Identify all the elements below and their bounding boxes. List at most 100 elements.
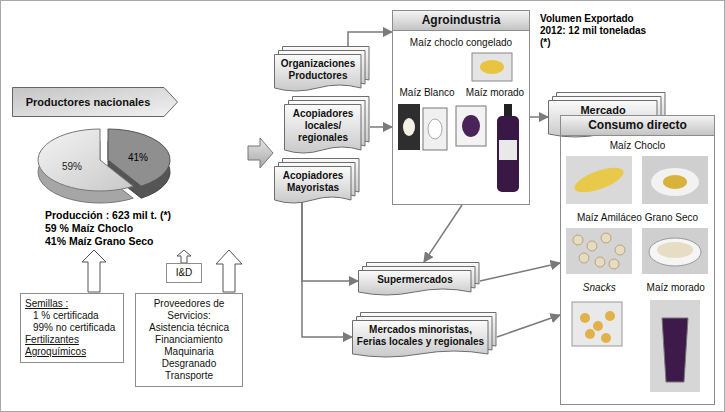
document-stack: Acopiadores Mayoristas [274, 158, 360, 206]
document-stack: Acopiadores locales/ regionales [284, 96, 370, 156]
label-holder: 41% Maíz Grano Seco [45, 235, 154, 247]
label-holder: 59 % Maíz Choclo [45, 222, 133, 235]
flow-arrow [480, 263, 560, 281]
grain [579, 253, 589, 263]
node-text: Desgranado [140, 358, 238, 370]
photo [650, 300, 700, 392]
annotation-label: 59% [62, 161, 82, 173]
node-text: Maíz morado [461, 87, 529, 99]
agroindustry-panel: AgroindustriaMaíz choclo congeladoMaíz B… [392, 10, 530, 205]
document-outline [353, 321, 489, 358]
corn-kernels [428, 119, 442, 139]
snack [593, 321, 603, 331]
photo [642, 228, 708, 274]
node-text: Organizaciones Productores [278, 58, 358, 82]
grain [601, 233, 611, 243]
label-holder: 41% [128, 152, 148, 164]
node-text: Mercados minoristas, Ferias locales y re… [356, 324, 485, 348]
node-text: Fertilizantes [25, 334, 119, 346]
document-stack: Mercados minoristas, Ferias locales y re… [352, 312, 497, 360]
snack [580, 313, 590, 323]
purple-drink-bottle [497, 116, 519, 192]
annotation-label: Volumen Exportado 2012: 12 mil toneladas… [540, 13, 648, 49]
node-text: Supermercados [362, 274, 468, 286]
purple-corn [462, 115, 480, 137]
soup [657, 242, 693, 258]
pie-slice [108, 129, 170, 186]
snack [585, 329, 595, 339]
document-outline [275, 55, 362, 92]
snack [601, 333, 611, 343]
document-stack: Organizaciones Productores [274, 46, 370, 94]
grains [573, 233, 625, 269]
node-text: Acopiadores locales/ regionales [288, 108, 358, 144]
input-box: Semillas :1 % certificada99% no certific… [20, 293, 124, 363]
pie-chart [38, 129, 170, 203]
corn-dish [663, 175, 687, 189]
snack-photo [572, 302, 622, 346]
flow-arrow [302, 202, 358, 281]
annotation-label: 41% [128, 152, 148, 164]
node-text: Semillas : [25, 298, 119, 310]
block-arrow [248, 138, 273, 168]
corn-cob [571, 163, 626, 198]
services-box: Proveedores de Servicios:Asistencia técn… [135, 293, 243, 387]
node-text: Acopiadores Mayoristas [278, 170, 348, 194]
snacks-pieces [580, 311, 615, 343]
flow-arrow [348, 32, 392, 46]
node-text: Maíz Choclo [561, 140, 714, 152]
node-text: I&D [167, 267, 201, 279]
purple-corn-pack [456, 106, 486, 146]
white-corn-pack [398, 104, 420, 150]
snack [605, 311, 615, 321]
flow-arrow [530, 116, 548, 118]
up-arrow [216, 250, 242, 292]
node-text: Proveedores de Servicios: [140, 298, 238, 322]
consumption-panel: Consumo directoMaíz ChocloMaíz Amiláceo … [560, 115, 715, 405]
photo [566, 156, 632, 204]
node-text: Asistencia técnica [140, 322, 238, 334]
flow-arrow [370, 126, 392, 128]
grain [615, 245, 625, 255]
document-outline [275, 167, 352, 204]
bowl [649, 238, 701, 266]
panel-heading: Consumo directo [561, 116, 714, 136]
purple-drink-glass [662, 318, 688, 382]
pentagon-outline [13, 88, 178, 117]
node-text: 99% no certificada [25, 322, 119, 334]
bottle-label [499, 140, 517, 160]
node-text: Maquinaria [140, 346, 238, 358]
photo [642, 156, 708, 204]
annotation-label: 41% Maíz Grano Seco [45, 235, 154, 247]
annotation-label: 59 % Maíz Choclo [45, 222, 133, 235]
document-stack: Supermercados [358, 262, 480, 298]
grain [573, 235, 583, 245]
label-holder: Producción : 623 mil t. (*) [45, 209, 171, 222]
node-text: Agroquímicos [25, 346, 119, 358]
white-corn-pack [423, 108, 447, 150]
node-text: Maíz morado [638, 282, 715, 294]
node-text: Maíz Amiláceo Grano Seco [561, 212, 714, 224]
node-text: Productores nacionales [26, 96, 151, 109]
start-arrow-box: Productores nacionales [12, 87, 178, 117]
node-text: Transporte [140, 370, 238, 382]
node-text: Financiamiento [140, 334, 238, 346]
grain [587, 241, 597, 251]
corn-kernels [403, 118, 415, 136]
flow-arrow [424, 205, 462, 262]
plate [651, 168, 699, 196]
bottle-neck [504, 104, 512, 118]
frozen-corn-pack [472, 53, 512, 81]
flow-arrow [302, 202, 352, 337]
node-text: Maíz Blanco [393, 87, 461, 99]
flow-arrow [497, 315, 560, 337]
rd-box: I&D [166, 263, 202, 283]
label-holder: 59% [62, 161, 82, 173]
node-text: Maíz choclo congelado [393, 37, 529, 49]
panel-heading: Agroindustria [393, 11, 529, 31]
corn-kernels [480, 60, 504, 74]
annotation-label: Producción : 623 mil t. (*) [45, 209, 171, 222]
node-text: Snacks [561, 282, 638, 294]
